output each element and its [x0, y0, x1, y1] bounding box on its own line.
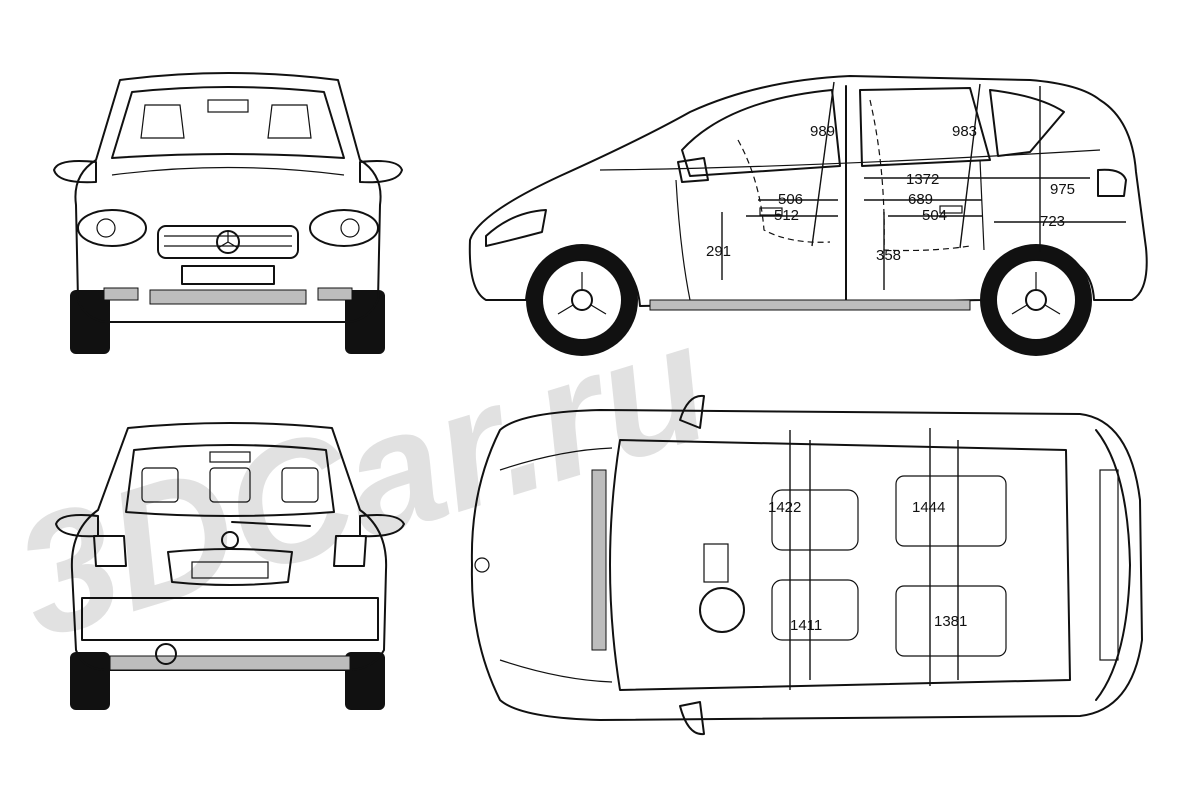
front-view	[53, 72, 403, 354]
rear-spoiler-top	[1099, 469, 1119, 661]
dim-label-1372: 1372	[906, 171, 939, 188]
rear-view	[55, 422, 405, 710]
dim-label-291: 291	[706, 243, 731, 260]
beltline	[599, 149, 1101, 171]
headlamp-right-lens	[340, 218, 360, 238]
rear-wiper	[231, 521, 311, 527]
dim-label-989: 989	[810, 123, 835, 140]
hood-edge-top	[499, 447, 613, 471]
top-body-outline	[470, 409, 1143, 721]
front-windshield	[111, 86, 345, 159]
headlamp-right	[309, 209, 379, 247]
rear-door-window	[859, 87, 991, 167]
rear-door-edge	[979, 159, 985, 251]
fog-right	[317, 287, 353, 301]
headlamp-left	[77, 209, 147, 247]
side-sill	[649, 299, 971, 311]
rear-hatch-top	[1095, 429, 1131, 701]
front-door-window	[681, 89, 841, 177]
dim-label-689: 689	[908, 191, 933, 208]
dim-label-1381: 1381	[934, 613, 967, 630]
dim-line-983	[959, 83, 981, 249]
rear-plate	[191, 561, 269, 579]
top-view: 1422 1444 1411 1381	[470, 394, 1143, 736]
dim-label-506: 506	[778, 191, 803, 208]
fog-left	[103, 287, 139, 301]
top-mirror-left	[679, 394, 705, 429]
rear-left-tire	[70, 652, 110, 710]
headrest-right	[281, 467, 319, 503]
rear-door-handle	[939, 205, 963, 214]
rear-seat-top-left	[895, 475, 1007, 547]
dim-label-1411: 1411	[790, 617, 822, 634]
plate-recess	[167, 548, 293, 586]
front-mirror-right	[359, 160, 403, 184]
dim-label-975: 975	[1050, 181, 1075, 198]
headlamp-left-lens	[96, 218, 116, 238]
lower-intake	[149, 289, 307, 305]
front-plate	[181, 265, 275, 285]
dim-label-512: 512	[774, 207, 799, 224]
front-seat-top-right	[771, 579, 859, 641]
dim-label-983: 983	[952, 123, 977, 140]
rear-window	[125, 444, 335, 517]
rear-undercarriage	[109, 655, 351, 671]
side-headlamp	[485, 209, 547, 247]
side-view: 989 983 1372 975 506 512 689 504 723 291…	[468, 75, 1148, 356]
side-taillamp	[1097, 168, 1127, 197]
taillamp-left	[93, 535, 127, 567]
headrest-center	[209, 467, 251, 503]
taillamp-right	[333, 535, 367, 567]
top-dimensions: 1422 1444 1411 1381	[768, 428, 967, 690]
dim-label-358: 358	[876, 247, 901, 264]
steering-wheel	[699, 587, 745, 633]
rear-bumper	[81, 597, 379, 641]
dim-label-1422: 1422	[768, 499, 801, 516]
side-mirror	[677, 157, 709, 183]
dim-label-723: 723	[1040, 213, 1065, 230]
cowl-vent	[591, 469, 607, 651]
quarter-window	[989, 89, 1065, 157]
top-glass-roof	[609, 439, 1071, 691]
hood-line	[111, 166, 345, 176]
front-seat-left	[140, 104, 185, 139]
top-badge	[474, 557, 490, 573]
tow-hitch	[155, 643, 177, 665]
dim-label-504: 504	[922, 207, 947, 224]
brake-light	[209, 451, 251, 463]
front-mirror-left	[53, 160, 97, 184]
rear-mirror-left	[55, 514, 99, 538]
dim-label-1444: 1444	[912, 499, 945, 516]
hood-edge-bottom	[499, 659, 613, 683]
center-console	[703, 543, 729, 583]
front-body-outline	[74, 72, 382, 323]
top-mirror-right	[679, 701, 705, 736]
rear-right-tire	[345, 652, 385, 710]
rear-seat-top-right	[895, 585, 1007, 657]
driver-seat-dash	[737, 139, 831, 243]
rear-mirror-right	[359, 514, 405, 538]
side-rear-rim	[995, 259, 1077, 341]
headrest-left	[141, 467, 179, 503]
side-dimensions: 989 983 1372 975 506 512 689 504 723 291…	[706, 81, 1126, 290]
front-grille	[157, 225, 299, 259]
rear-view-mirror	[207, 99, 249, 113]
front-door-handle	[759, 207, 783, 216]
front-door-edge	[675, 179, 691, 301]
dim-line-989	[811, 81, 835, 247]
rear-body-outline	[70, 422, 388, 671]
front-seat-right	[267, 104, 312, 139]
front-seat-top-left	[771, 489, 859, 551]
side-front-rim	[541, 259, 623, 341]
